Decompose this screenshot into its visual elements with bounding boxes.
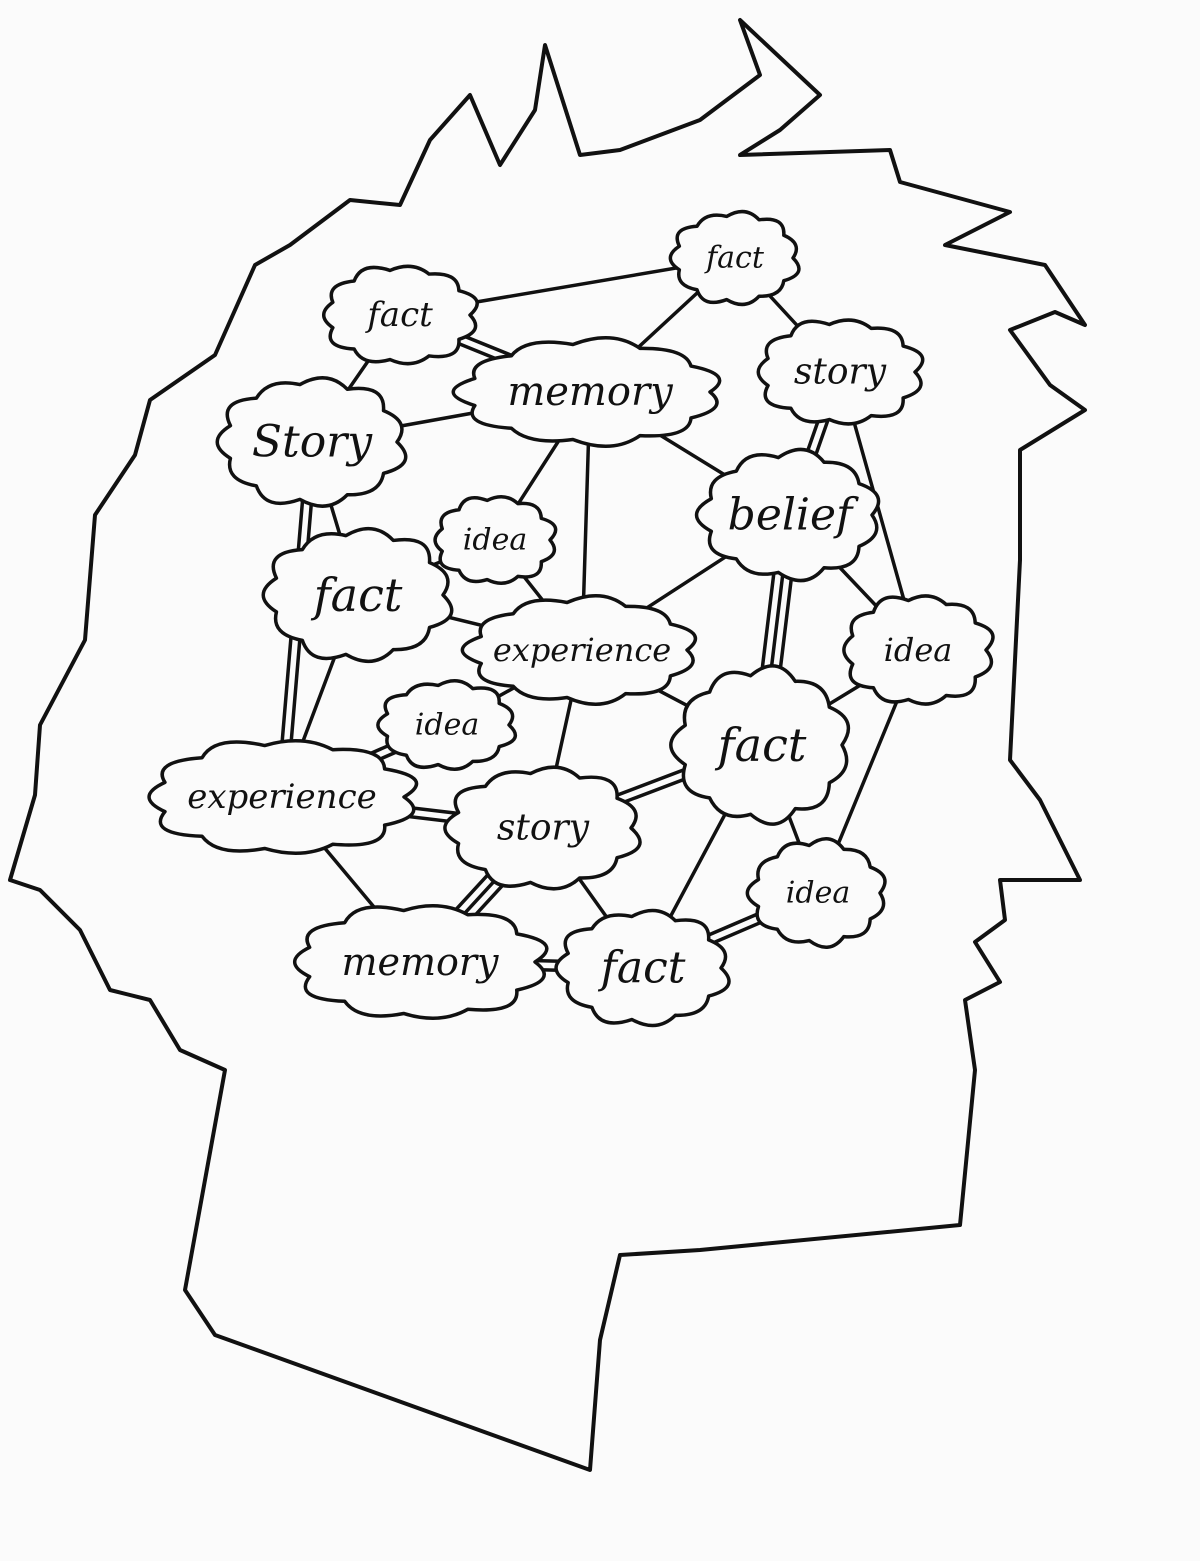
node-label: belief xyxy=(728,490,859,541)
cloud-shape xyxy=(433,495,558,585)
cloud-shape xyxy=(668,209,801,307)
cloud-shape xyxy=(321,264,479,366)
node-label: memory xyxy=(507,369,674,415)
node-fact-4: fact xyxy=(669,664,851,826)
node-fact-3: fact xyxy=(261,527,454,663)
node-belief-1: belief xyxy=(694,447,881,583)
node-label: fact xyxy=(598,943,686,994)
node-label: idea xyxy=(463,523,527,558)
node-label: experience xyxy=(493,631,671,669)
node-memory-1: memory xyxy=(451,335,722,449)
node-experience-1: experience xyxy=(460,593,698,707)
cloud-shape xyxy=(745,837,887,949)
node-label: idea xyxy=(786,876,850,911)
node-story-3: story xyxy=(443,765,642,891)
cloud-shape xyxy=(147,739,419,855)
cloud-shape xyxy=(376,679,518,771)
cloud-shape xyxy=(669,664,851,826)
cloud-shape xyxy=(451,335,722,449)
node-story-1: story xyxy=(756,318,925,426)
node-label: idea xyxy=(415,708,479,743)
node-label: Story xyxy=(252,417,373,468)
cloud-shape xyxy=(261,527,454,663)
node-idea-4: idea xyxy=(745,837,887,949)
node-story-2: Story xyxy=(215,376,408,508)
node-fact-5: fact xyxy=(554,908,731,1028)
node-fact-2: fact xyxy=(668,209,801,307)
node-label: story xyxy=(497,808,590,849)
node-idea-3: idea xyxy=(376,679,518,771)
cloud-shape xyxy=(694,447,881,583)
head-silhouette-outline xyxy=(8,18,1087,1472)
node-fact-1: fact xyxy=(321,264,479,366)
node-label: idea xyxy=(884,631,953,669)
cloud-shape xyxy=(443,765,642,891)
node-label: story xyxy=(794,352,887,393)
node-memory-2: memory xyxy=(292,904,549,1020)
cloud-shape xyxy=(842,594,995,706)
node-idea-1: idea xyxy=(433,495,558,585)
cloud-shape xyxy=(292,904,549,1020)
node-label: experience xyxy=(187,777,377,817)
node-label: fact xyxy=(311,568,403,622)
node-label: memory xyxy=(341,940,499,984)
node-label: fact xyxy=(364,295,433,335)
cloud-shape xyxy=(554,908,731,1028)
node-label: fact xyxy=(715,718,807,772)
cloud-shape xyxy=(756,318,925,426)
node-experience-2: experience xyxy=(147,739,419,855)
cloud-shape xyxy=(460,593,698,707)
node-label: fact xyxy=(704,241,765,276)
cloud-shape xyxy=(215,376,408,508)
node-idea-2: idea xyxy=(842,594,995,706)
